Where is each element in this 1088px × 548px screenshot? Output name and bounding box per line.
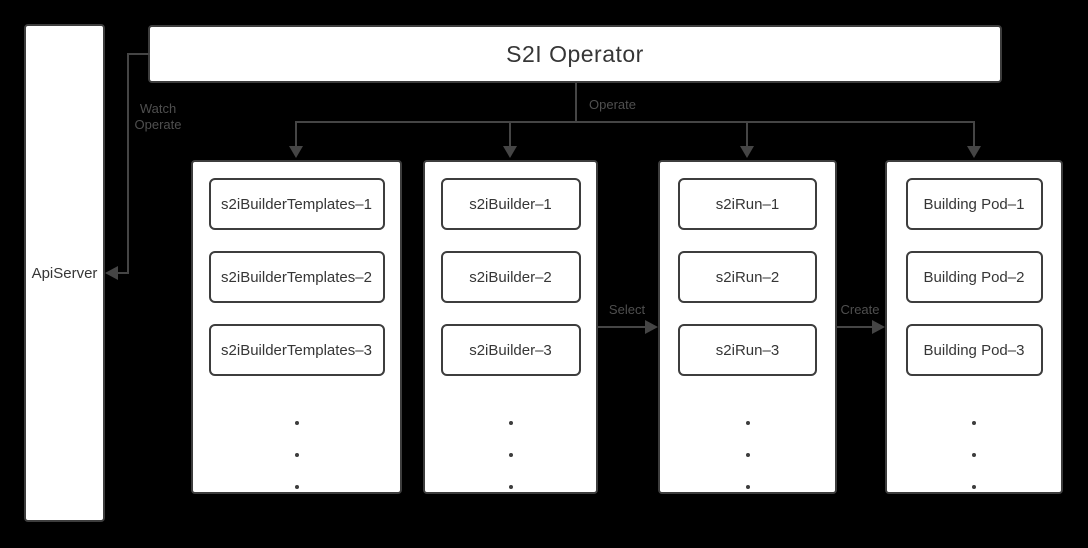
create-label: Create xyxy=(840,302,880,317)
dot-icon xyxy=(745,421,750,425)
drop-line-col3 xyxy=(746,121,748,148)
dot-icon xyxy=(294,485,299,489)
ellipsis-dots xyxy=(508,421,513,489)
building-pod-item: Building Pod–2 xyxy=(905,251,1043,303)
api-server-label: ApiServer xyxy=(31,264,98,282)
distributor-line xyxy=(295,121,975,123)
drop-arrow-col2-icon xyxy=(503,146,517,158)
column-s2i-builder-templates: s2iBuilderTemplates–1 s2iBuilderTemplate… xyxy=(191,160,402,494)
building-pod-item: Building Pod–3 xyxy=(905,324,1043,376)
dot-icon xyxy=(508,421,513,425)
s2i-run-item: s2iRun–1 xyxy=(678,178,817,230)
operate-edge-line xyxy=(575,83,577,122)
create-arrow-right-icon xyxy=(872,320,885,334)
dot-icon xyxy=(745,485,750,489)
s2i-builder-template-item: s2iBuilderTemplates–2 xyxy=(208,251,385,303)
watch-edge-line xyxy=(127,53,129,274)
drop-line-col2 xyxy=(509,121,511,148)
column-s2i-builders: s2iBuilder–1 s2iBuilder–2 s2iBuilder–3 xyxy=(423,160,598,494)
api-server-box: ApiServer xyxy=(24,24,105,522)
column-building-pods: Building Pod–1 Building Pod–2 Building P… xyxy=(885,160,1063,494)
s2i-builder-item: s2iBuilder–1 xyxy=(440,178,581,230)
s2i-run-item: s2iRun–3 xyxy=(678,324,817,376)
watch-edge-foot xyxy=(116,272,129,274)
drop-arrow-col3-icon xyxy=(740,146,754,158)
ellipsis-dots xyxy=(745,421,750,489)
dot-icon xyxy=(294,453,299,457)
dot-icon xyxy=(972,485,976,489)
watch-operate-label: Watch Operate xyxy=(134,101,182,132)
s2i-builder-template-item: s2iBuilderTemplates–1 xyxy=(208,178,385,230)
s2i-operator-box: S2I Operator xyxy=(148,25,1002,83)
select-label: Select xyxy=(608,302,646,317)
select-arrow-right-icon xyxy=(645,320,658,334)
s2i-run-item: s2iRun–2 xyxy=(678,251,817,303)
s2i-builder-item: s2iBuilder–3 xyxy=(440,324,581,376)
column-s2i-runs: s2iRun–1 s2iRun–2 s2iRun–3 xyxy=(658,160,837,494)
dot-icon xyxy=(294,421,299,425)
drop-line-col4 xyxy=(973,121,975,148)
operate-label: Operate xyxy=(589,97,636,112)
drop-arrow-col1-icon xyxy=(289,146,303,158)
dot-icon xyxy=(972,421,976,425)
drop-line-col1 xyxy=(295,121,297,148)
dot-icon xyxy=(972,453,976,457)
ellipsis-dots xyxy=(972,421,976,489)
select-edge-line xyxy=(598,326,645,328)
dot-icon xyxy=(508,485,513,489)
watch-arrow-left-icon xyxy=(105,266,118,280)
dot-icon xyxy=(745,453,750,457)
s2i-builder-item: s2iBuilder–2 xyxy=(440,251,581,303)
s2i-operator-title: S2I Operator xyxy=(506,40,644,67)
create-edge-line xyxy=(837,326,873,328)
dot-icon xyxy=(508,453,513,457)
watch-edge-stub xyxy=(129,53,150,55)
building-pod-item: Building Pod–1 xyxy=(905,178,1043,230)
drop-arrow-col4-icon xyxy=(967,146,981,158)
s2i-builder-template-item: s2iBuilderTemplates–3 xyxy=(208,324,385,376)
ellipsis-dots xyxy=(294,421,299,489)
